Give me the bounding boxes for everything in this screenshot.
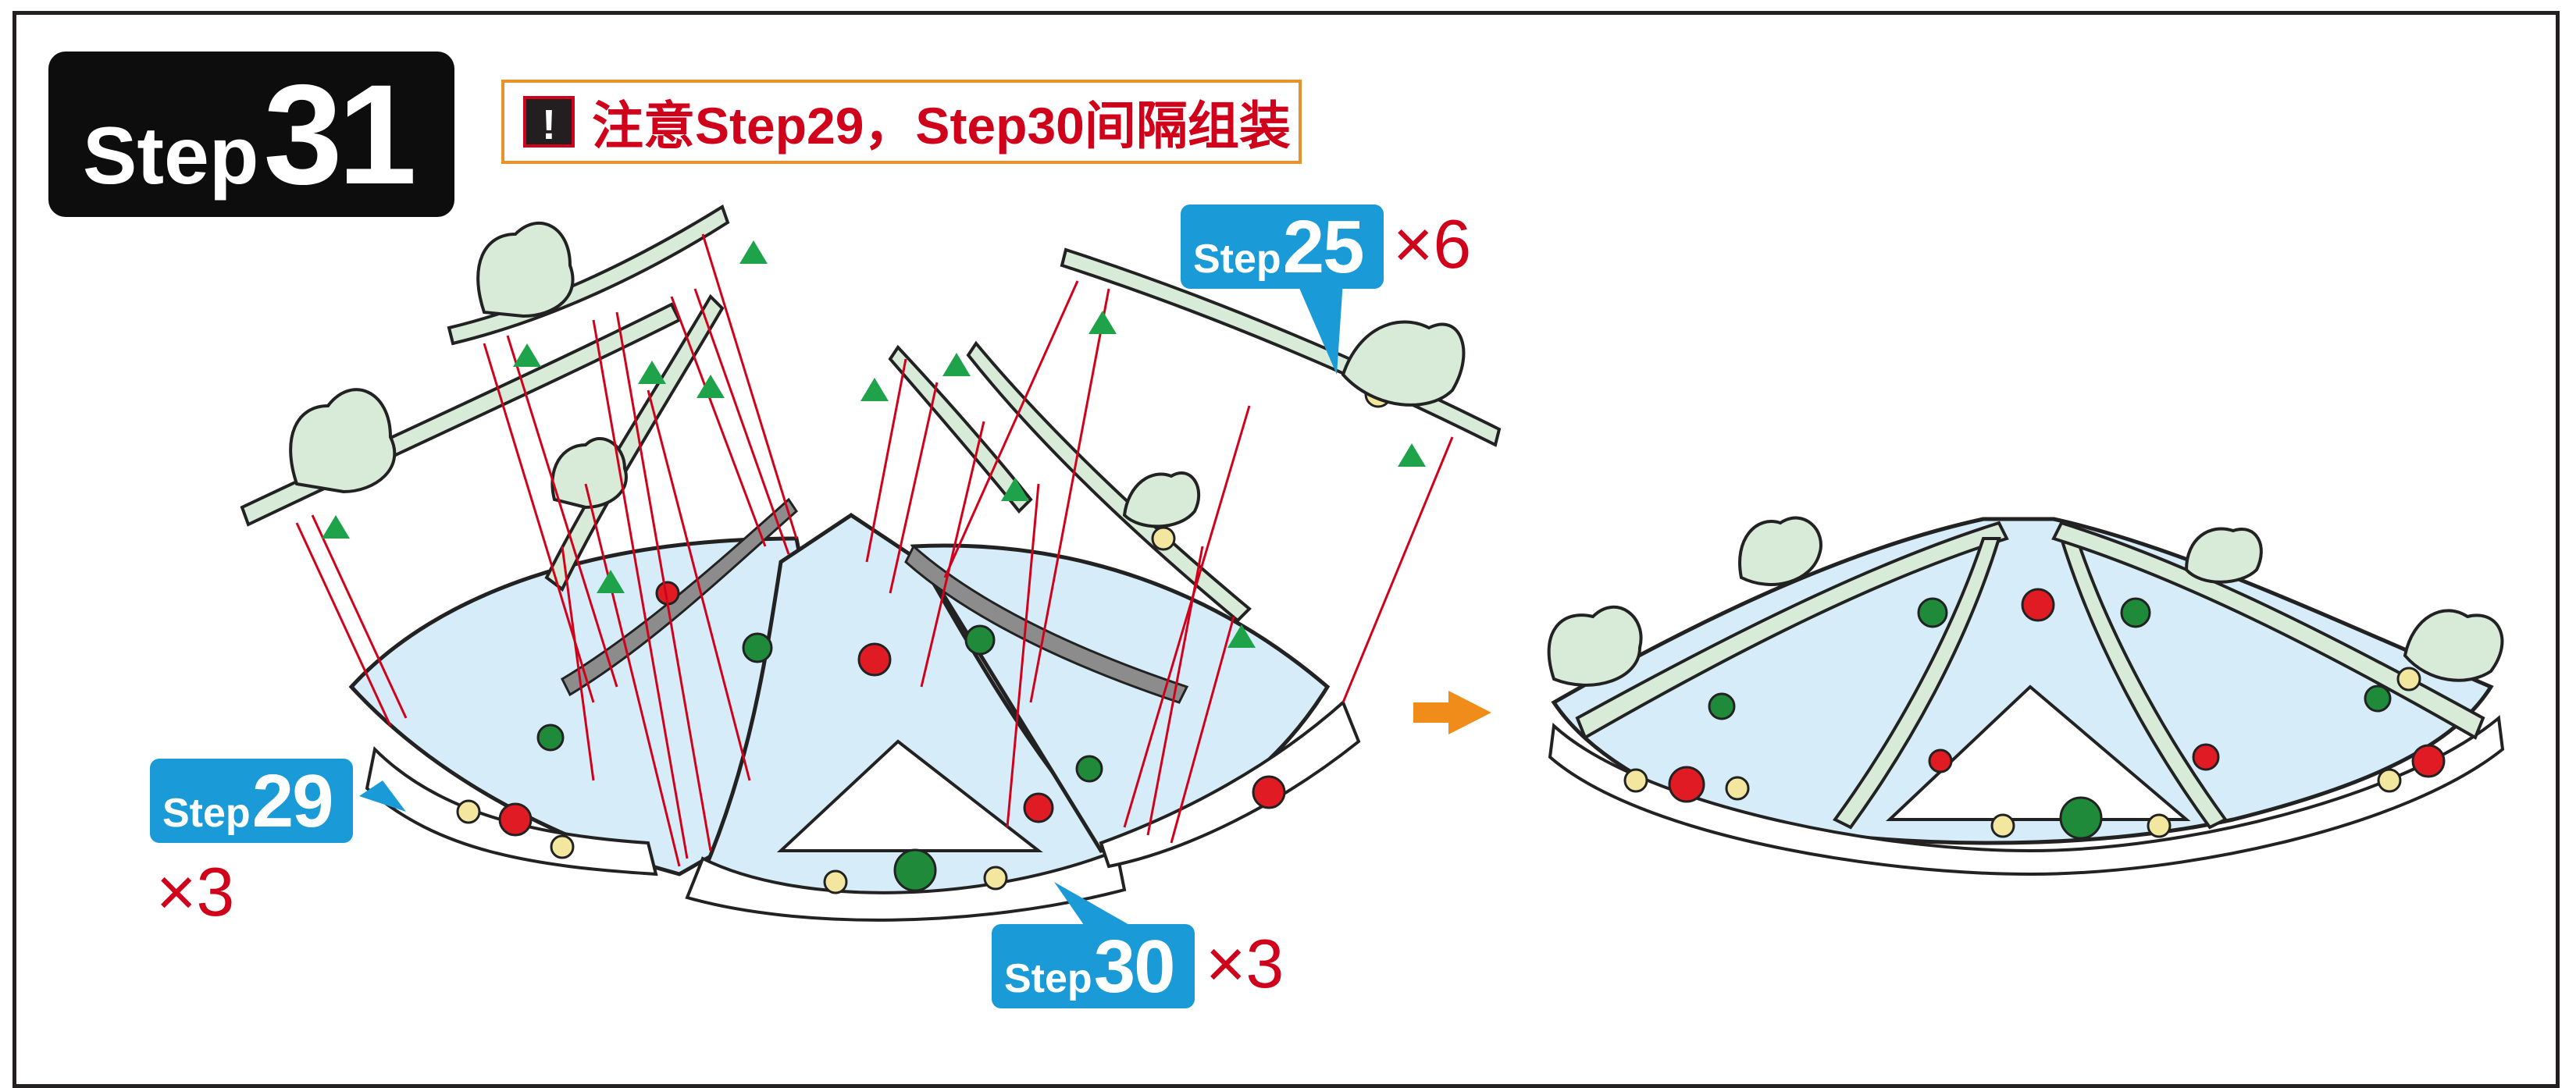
- gem-green: [1075, 755, 1103, 783]
- assembled-ridge: [1832, 537, 2001, 830]
- step29-number: 29: [251, 759, 334, 843]
- gem-yellow: [2396, 667, 2421, 692]
- gem-yellow: [2147, 813, 2172, 838]
- step25-word: Step: [1193, 236, 1281, 282]
- step29-callout: Step 29: [150, 759, 353, 843]
- assembly-note-text: 注意Step29，Step30间隔组装: [592, 97, 1291, 155]
- gem-red: [498, 802, 533, 837]
- gem-red: [2021, 588, 2055, 622]
- gem-yellow: [456, 799, 481, 824]
- assembled-eave: [1548, 715, 2505, 876]
- gem-green: [1917, 597, 1948, 628]
- gem-red: [2192, 743, 2220, 771]
- step30-multiplier: ×3: [1206, 925, 1284, 1002]
- gem-green: [536, 724, 565, 752]
- gem-yellow: [2377, 768, 2402, 793]
- eave-ornament-left: [365, 745, 658, 876]
- step29-word: Step: [162, 791, 251, 836]
- gem-red: [1928, 748, 1953, 773]
- step25-multiplier: ×6: [1393, 205, 1472, 283]
- gem-red: [1023, 792, 1054, 823]
- gem-green: [742, 632, 773, 663]
- assembled-ridge: [1575, 521, 2009, 740]
- callout-pointer: [1054, 882, 1136, 933]
- dragon-ornament: [1547, 516, 2504, 687]
- inner-rib-2: [904, 544, 1189, 704]
- assembly-note: ! 注意Step29，Step30间隔组装: [501, 80, 1302, 164]
- assembled-ridge: [2059, 537, 2229, 830]
- gem-yellow: [823, 869, 848, 894]
- callout-pointer: [359, 780, 406, 812]
- gem-red: [1668, 766, 1705, 803]
- assembled-inner-peak: [1885, 684, 2191, 821]
- gem-yellow: [550, 834, 575, 859]
- callout-pointer: [1296, 281, 1343, 375]
- step30-number: 30: [1093, 925, 1176, 1008]
- gem-red: [857, 642, 892, 677]
- gem-green: [2059, 796, 2103, 840]
- gem-green: [964, 624, 996, 656]
- step25-callout: Step 25: [1181, 204, 1384, 289]
- step30-word: Step: [1004, 956, 1092, 1001]
- triangle-marker-icon: [322, 240, 1426, 648]
- dragon-ornament: [289, 221, 1466, 528]
- guide-lines: [295, 233, 1454, 867]
- gem-green: [2364, 684, 2392, 713]
- arrow-right-icon: [1413, 691, 1491, 734]
- gem-yellow: [1990, 813, 2015, 838]
- assembled-roof: [1547, 516, 2505, 876]
- gem-green: [2120, 597, 2151, 628]
- step25-number: 25: [1282, 205, 1365, 289]
- step29-multiplier: ×3: [156, 853, 235, 930]
- step-header-word: Step: [83, 111, 259, 201]
- gem-yellow: [983, 866, 1008, 891]
- gem-yellow: [1623, 768, 1648, 793]
- step30-callout: Step 30: [992, 924, 1195, 1008]
- exploded-assembly: [240, 204, 1502, 933]
- gem-red: [1252, 775, 1286, 809]
- step-header: Step 31: [48, 52, 454, 217]
- eave-ornament-center: [685, 848, 1127, 922]
- eave-ornament-right: [1099, 699, 1361, 869]
- gem-red: [2411, 744, 2446, 778]
- warning-icon: !: [523, 96, 575, 148]
- ridge-beam-6: [1060, 247, 1502, 447]
- gem-green: [1708, 692, 1736, 720]
- ridge-beam-5: [966, 340, 1252, 623]
- gem-yellow: [1725, 776, 1750, 801]
- gem-yellow: [1151, 526, 1176, 551]
- inner-rib-1: [561, 497, 798, 697]
- step-header-number: 31: [263, 55, 416, 214]
- gem-green: [893, 848, 937, 892]
